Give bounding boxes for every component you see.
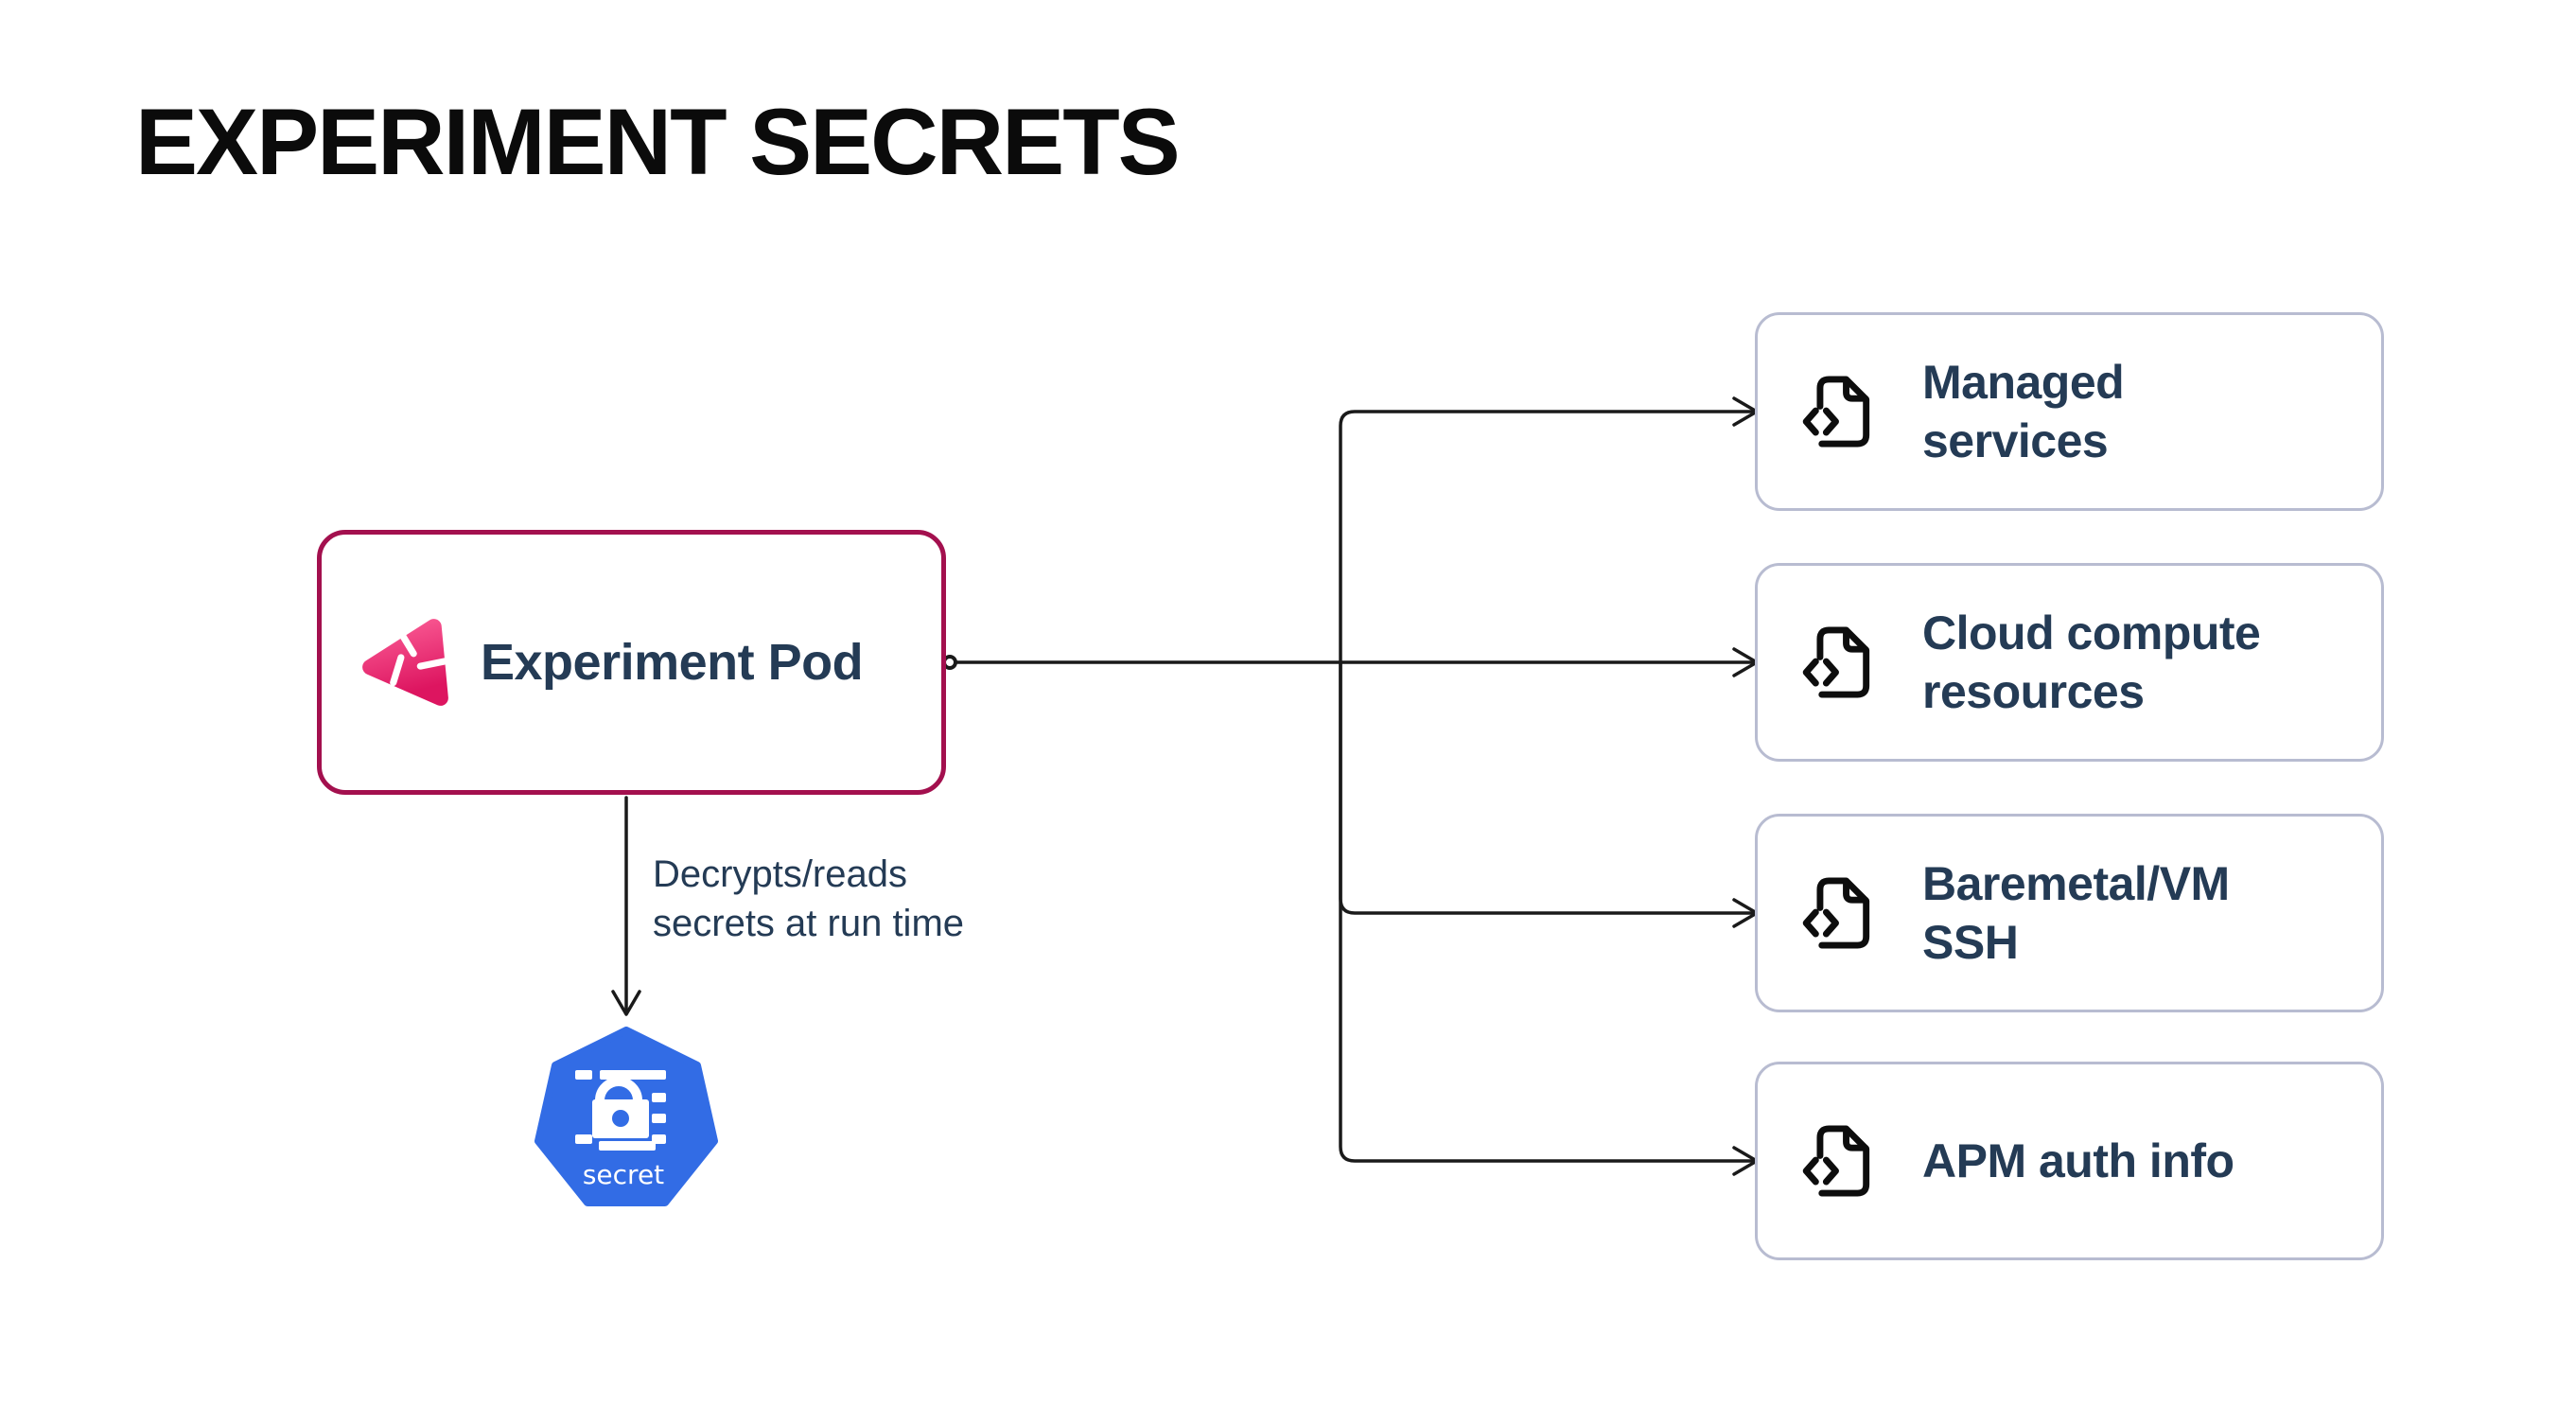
experiment-pod-label: Experiment Pod xyxy=(481,634,864,691)
litmus-logo-icon xyxy=(362,619,448,706)
target-label: Cloud compute resources xyxy=(1922,606,2261,718)
connector-apm xyxy=(1339,660,1754,1163)
page-title: EXPERIMENT SECRETS xyxy=(135,89,1181,194)
file-code-icon xyxy=(1802,877,1870,949)
target-card-baremetal-ssh: Baremetal/VM SSH xyxy=(1755,814,2384,1012)
experiment-pod-card: Experiment Pod xyxy=(317,530,946,795)
target-label: Managed services xyxy=(1922,356,2125,467)
target-card-apm-auth: APM auth info xyxy=(1755,1062,2384,1260)
target-label: APM auth info xyxy=(1922,1134,2234,1187)
target-label: Baremetal/VM SSH xyxy=(1922,857,2230,969)
secret-label: secret xyxy=(583,1159,664,1190)
kubernetes-secret-icon: secret xyxy=(534,1027,718,1206)
target-card-cloud-compute: Cloud compute resources xyxy=(1755,563,2384,762)
file-code-icon xyxy=(1802,376,1870,448)
connector-managed-services xyxy=(1339,410,1754,664)
lock-icon xyxy=(575,1070,666,1151)
arrowhead-decrypt xyxy=(611,990,641,1016)
file-code-icon xyxy=(1802,626,1870,698)
decrypt-caption: Decrypts/reads secrets at run time xyxy=(653,850,964,948)
decrypt-caption-line1: Decrypts/reads xyxy=(653,853,907,895)
target-card-managed-services: Managed services xyxy=(1755,312,2384,511)
decrypt-caption-line2: secrets at run time xyxy=(653,903,965,944)
connector-baremetal xyxy=(1339,660,1754,915)
file-code-icon xyxy=(1802,1125,1870,1197)
